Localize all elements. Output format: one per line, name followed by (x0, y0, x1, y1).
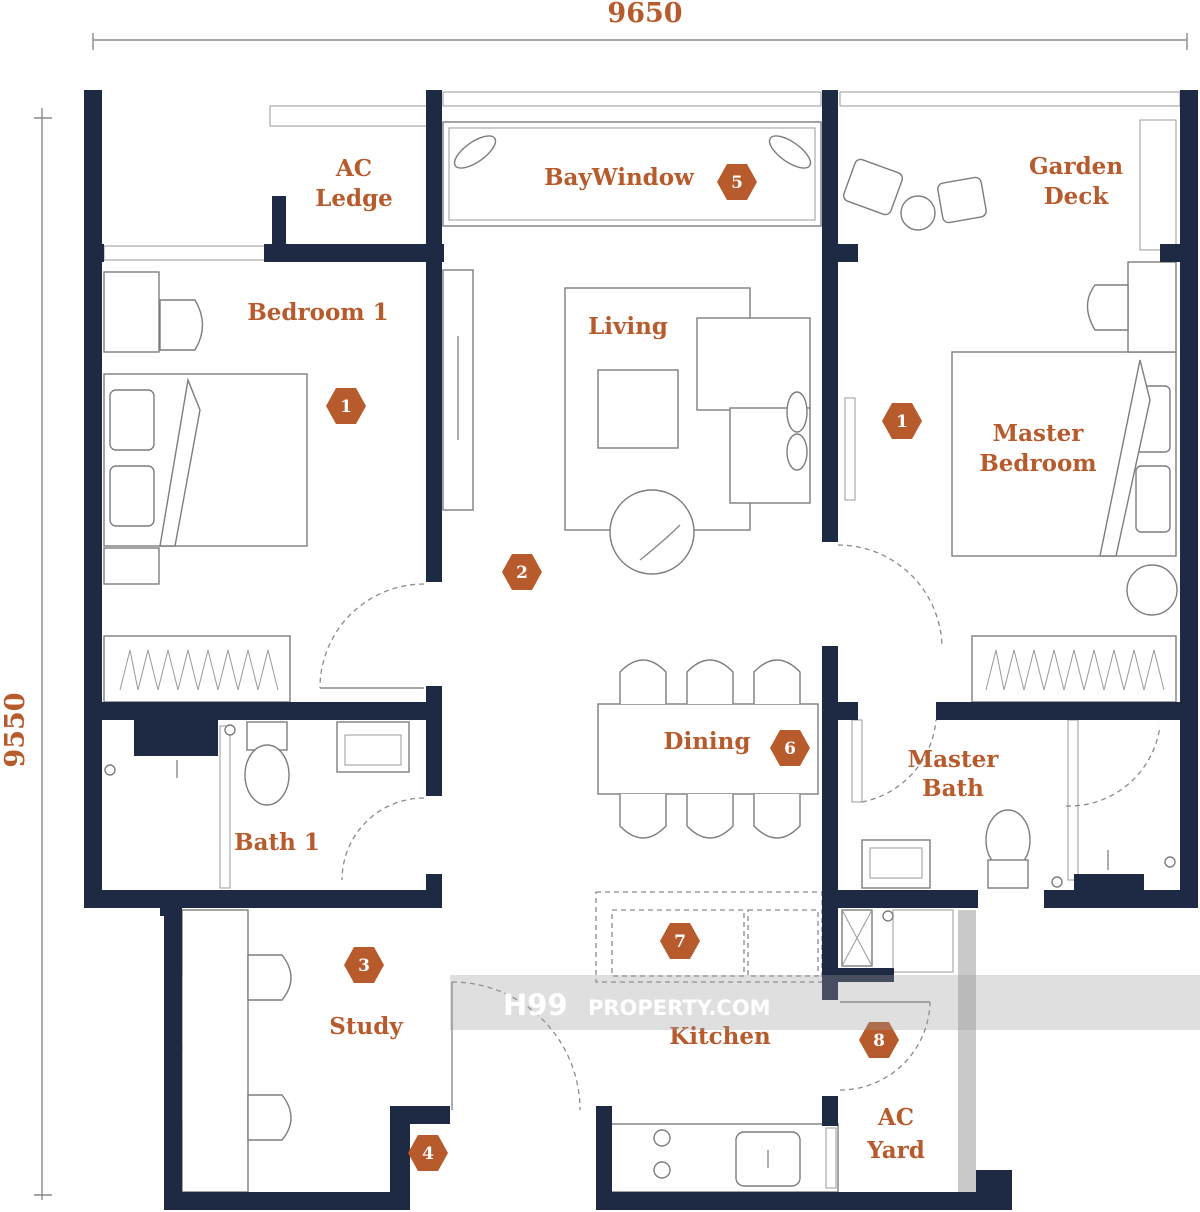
bedroom1-bed (103, 373, 308, 547)
svg-text:4: 4 (422, 1144, 434, 1164)
height-dimension-label: 9550 (0, 692, 31, 767)
living-sofa (696, 317, 811, 504)
svg-text:8: 8 (873, 1031, 885, 1051)
kitchen-label: Kitchen (669, 1023, 771, 1050)
width-dimension-label: 9650 (607, 0, 682, 29)
bay-window-label: BayWindow (544, 164, 695, 191)
svg-text:1: 1 (340, 397, 352, 417)
bedroom1-desk (103, 271, 204, 585)
marker-master-bedroom: 1 (882, 403, 922, 439)
svg-text:1: 1 (896, 412, 908, 432)
master-bath-label-line1: Master (908, 746, 1000, 773)
dining-label: Dining (664, 728, 751, 755)
watermark-brand: H99 (503, 988, 568, 1022)
garden-deck-label-line2: Deck (1044, 183, 1110, 210)
yard-fixtures (841, 909, 976, 1192)
kitchen-island (595, 891, 823, 983)
door-swings (319, 544, 1161, 1111)
master-bedroom-label-line1: Master (993, 420, 1085, 447)
master-bath-label-line2: Bath (922, 775, 984, 802)
kitchen-counter (609, 1123, 839, 1193)
svg-text:3: 3 (358, 956, 370, 976)
bedroom1-wardrobe (103, 635, 291, 703)
master-bedroom-label-line2: Bedroom (979, 450, 1096, 477)
watermark: H99 PROPERTY.COM (450, 975, 1200, 1030)
master-bedroom-bed (951, 351, 1177, 557)
svg-text:2: 2 (516, 563, 528, 583)
garden-deck-furniture (842, 119, 1177, 251)
marker-kitchen-island: 7 (660, 923, 700, 959)
walls (84, 90, 1198, 1210)
ac-yard-label-line2: Yard (866, 1137, 925, 1164)
balcony-railing (269, 91, 1181, 127)
living-tv-console (442, 269, 474, 511)
marker-store: 4 (408, 1135, 448, 1171)
width-dimension: 9650 (92, 0, 1188, 50)
marker-yard: 8 (859, 1022, 899, 1058)
master-bedroom-mirror (844, 397, 856, 501)
study-label: Study (329, 1013, 403, 1040)
marker-dining: 6 (770, 730, 810, 766)
svg-text:7: 7 (674, 932, 686, 952)
number-markers: 5 1 1 2 6 3 7 4 (326, 164, 922, 1171)
living-armchair (609, 489, 695, 575)
bedroom1-label: Bedroom 1 (247, 299, 388, 326)
svg-text:5: 5 (731, 173, 743, 193)
watermark-domain: PROPERTY.COM (588, 996, 771, 1020)
master-bath-fixtures (851, 719, 1176, 889)
bath1-label: Bath 1 (234, 829, 320, 856)
marker-bedroom1: 1 (326, 388, 366, 424)
svg-text:6: 6 (784, 739, 796, 759)
ac-yard-label-line1: AC (877, 1104, 914, 1131)
master-bedroom-desk (1086, 261, 1178, 616)
living-label: Living (588, 313, 668, 340)
dining-table (597, 659, 819, 839)
ac-ledge-label-line2: Ledge (315, 185, 393, 212)
bedroom1-window (103, 245, 267, 261)
marker-bay-window: 5 (717, 164, 757, 200)
study-desk (165, 909, 292, 1193)
marker-study: 3 (344, 947, 384, 983)
bay-window-fixture (442, 91, 822, 227)
master-bedroom-wardrobe (971, 635, 1177, 703)
marker-corridor: 2 (502, 554, 542, 590)
garden-deck-label-line1: Garden (1029, 153, 1123, 180)
height-dimension: 9550 (0, 108, 52, 1200)
room-labels: AC Ledge BayWindow Garden Deck Bedroom 1… (234, 153, 1123, 1164)
ac-ledge-label-line1: AC (335, 155, 372, 182)
